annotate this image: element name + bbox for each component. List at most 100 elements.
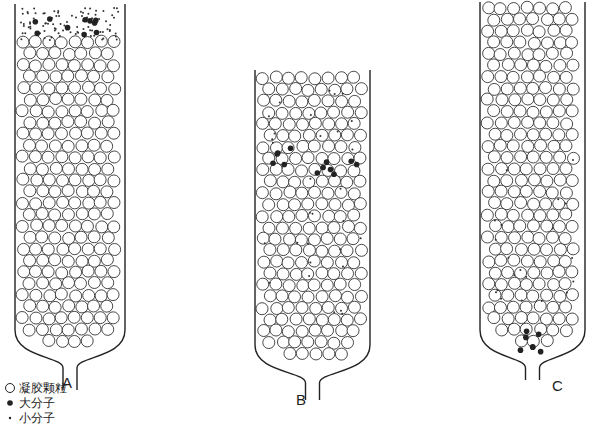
- gel-bead: [108, 197, 120, 209]
- gel-bead: [509, 277, 521, 289]
- small-molecule: [351, 120, 353, 122]
- gel-bead: [258, 256, 270, 268]
- gel-bead: [315, 336, 327, 348]
- gel-column: [15, 4, 125, 390]
- large-molecule: [93, 18, 99, 24]
- small-molecule: [75, 33, 77, 35]
- gel-bead: [277, 336, 289, 348]
- gel-bead: [75, 93, 87, 105]
- gel-bead: [82, 59, 94, 71]
- large-molecule: [34, 30, 40, 36]
- gel-bead: [560, 71, 572, 83]
- gel-bead: [17, 59, 29, 71]
- gel-bead: [488, 105, 500, 117]
- small-molecule: [500, 298, 502, 300]
- legend-text: 大分子: [19, 397, 55, 409]
- gel-bead: [328, 314, 340, 326]
- small-molecule: [80, 11, 82, 13]
- gel-bead: [283, 211, 295, 223]
- gel-bead: [270, 324, 282, 336]
- small-molecule: [53, 10, 55, 12]
- small-molecule: [308, 275, 310, 277]
- gel-bead: [296, 96, 308, 108]
- gel-bead: [509, 232, 521, 244]
- gel-bead: [42, 266, 54, 278]
- small-molecule: [565, 202, 567, 204]
- gel-bead: [522, 116, 534, 128]
- gel-bead: [264, 267, 276, 279]
- gel-bead: [509, 94, 521, 106]
- gel-bead: [308, 210, 320, 222]
- gel-bead: [31, 174, 43, 186]
- gel-bead: [296, 302, 308, 314]
- gel-bead: [284, 233, 296, 245]
- small-molecule: [66, 21, 68, 23]
- gel-bead: [62, 255, 74, 267]
- gel-bead: [50, 324, 62, 336]
- gel-bead: [481, 231, 493, 243]
- gel-bead: [515, 197, 527, 209]
- small-molecule: [557, 198, 559, 200]
- small-molecule: [351, 148, 353, 150]
- gel-bead: [16, 312, 28, 324]
- large-molecule: [87, 18, 93, 24]
- gel-bead: [96, 105, 108, 117]
- gel-bead: [535, 139, 547, 151]
- large-molecule: [538, 349, 544, 355]
- gel-bead: [76, 208, 88, 220]
- gel-bead: [488, 59, 500, 71]
- gel-bead: [522, 231, 534, 243]
- small-molecule: [23, 25, 25, 27]
- gel-bead: [534, 300, 546, 312]
- gel-bead: [276, 290, 288, 302]
- gel-bead: [24, 185, 36, 197]
- gel-bead: [23, 278, 35, 290]
- gel-bead: [521, 71, 533, 83]
- gel-bead: [271, 255, 283, 267]
- gel-bead: [507, 71, 519, 83]
- gel-bead: [329, 245, 341, 257]
- small-molecule: [309, 261, 311, 263]
- gel-bead: [43, 197, 55, 209]
- gel-bead: [62, 93, 74, 105]
- gel-bead: [501, 243, 513, 255]
- gel-bead: [508, 323, 520, 335]
- gel-bead: [520, 185, 532, 197]
- gel-bead: [521, 24, 533, 36]
- gel-bead: [23, 324, 35, 336]
- gel-bead: [63, 300, 75, 312]
- small-molecule: [268, 115, 270, 117]
- gel-bead: [101, 254, 113, 266]
- gel-bead: [546, 47, 558, 59]
- gel-bead: [334, 278, 346, 290]
- legend-sample: [9, 417, 11, 419]
- gel-bead: [554, 174, 566, 186]
- gel-bead: [36, 163, 48, 175]
- gel-bead: [528, 174, 540, 186]
- small-molecule: [52, 23, 54, 25]
- gel-bead: [43, 58, 55, 70]
- gel-bead: [75, 70, 87, 82]
- gel-bead: [17, 36, 29, 48]
- gel-bead: [548, 140, 560, 152]
- gel-bead: [302, 291, 314, 303]
- gel-bead: [308, 279, 320, 291]
- gel-bead: [315, 83, 327, 95]
- small-molecule: [113, 7, 115, 9]
- gel-bead: [82, 151, 94, 163]
- gel-bead: [68, 60, 80, 72]
- small-molecule: [334, 93, 336, 95]
- small-molecule: [33, 7, 35, 9]
- gel-bead: [501, 106, 513, 118]
- gel-bead: [515, 312, 527, 324]
- small-molecule: [279, 101, 281, 103]
- gel-bead: [55, 128, 67, 140]
- gel-bead: [282, 257, 294, 269]
- gel-bead: [348, 209, 360, 221]
- legend-text: 凝胶颗粒: [19, 382, 67, 394]
- small-molecule: [105, 20, 107, 22]
- gel-bead: [303, 129, 315, 141]
- gel-bead: [482, 71, 494, 83]
- gel-bead: [49, 140, 61, 152]
- gel-bead: [354, 222, 366, 234]
